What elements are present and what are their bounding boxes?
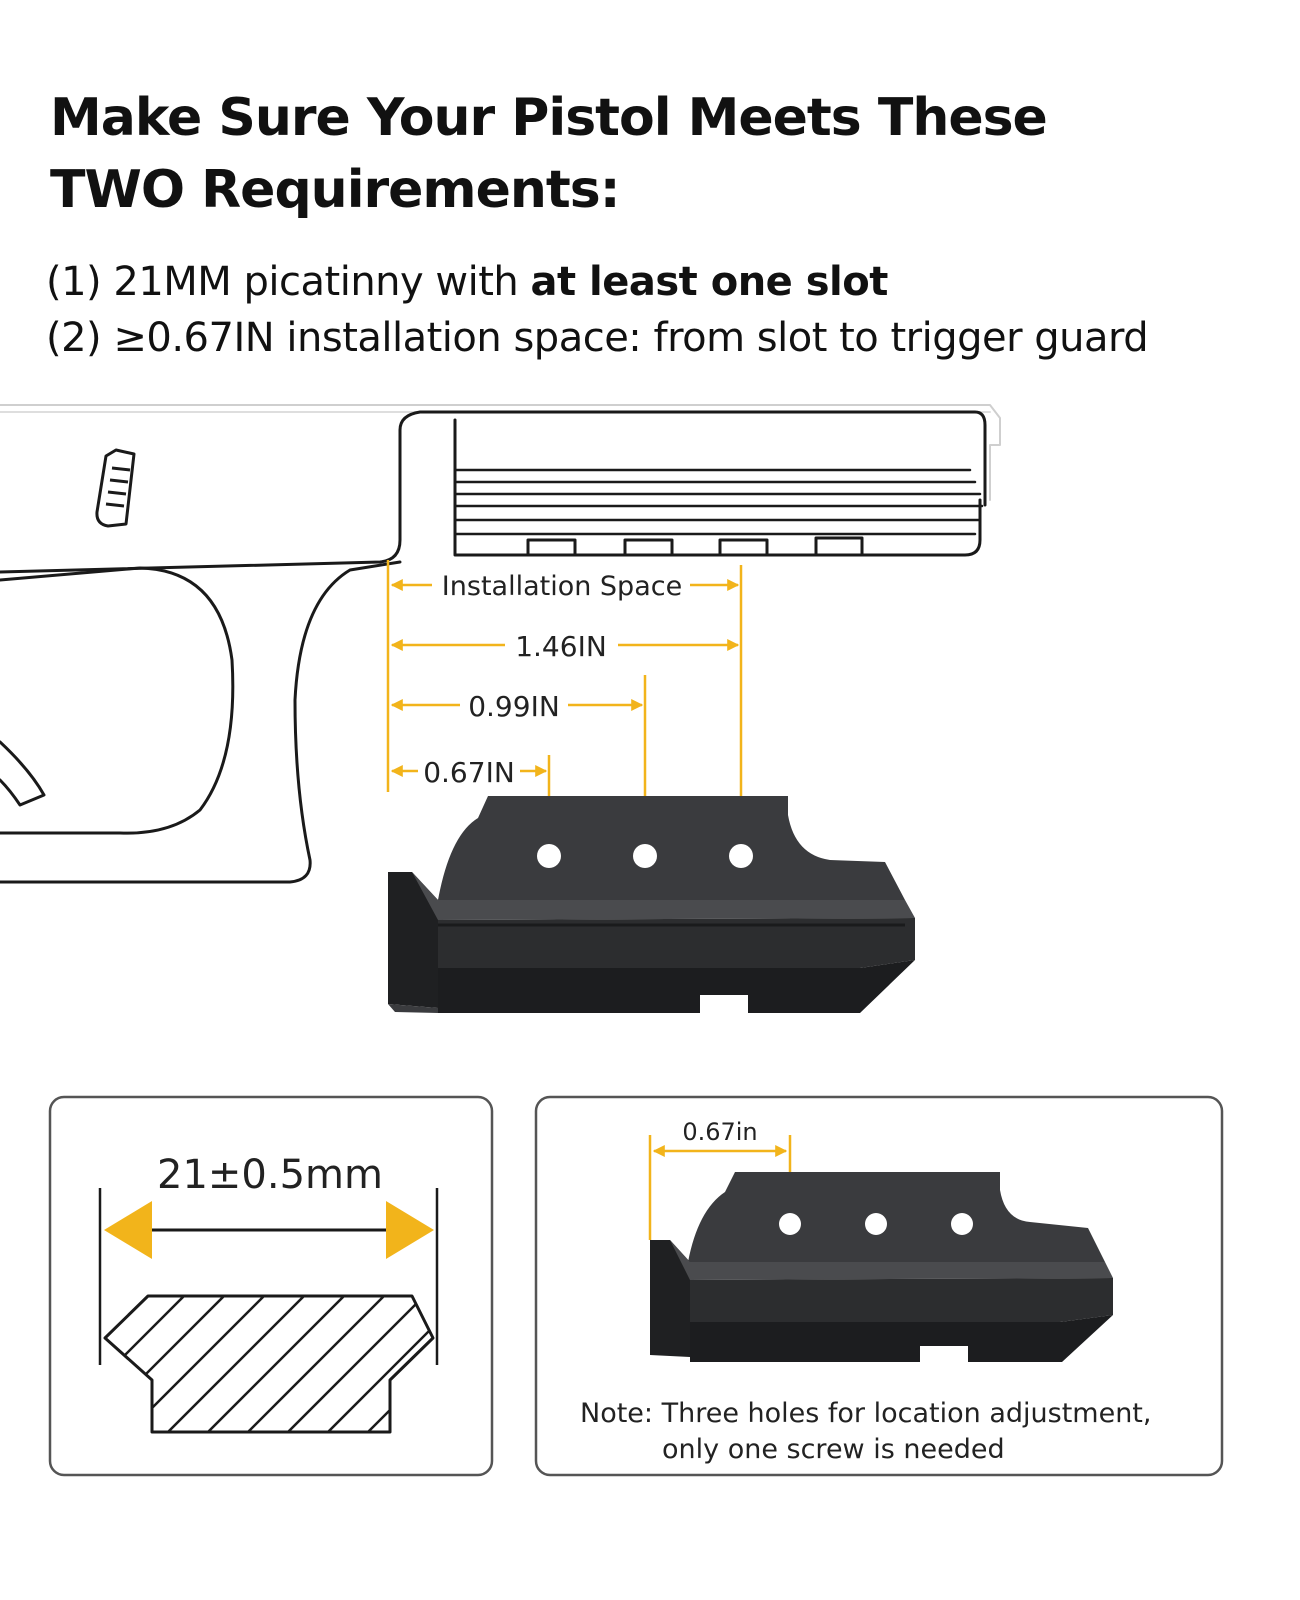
headline-line-2: TWO Requirements: [50, 160, 621, 220]
mount-small-body [690, 1278, 1113, 1322]
mount-small [650, 1172, 1113, 1362]
rail-cross-section-outline [103, 1294, 435, 1434]
mount-hole-3 [729, 844, 753, 868]
rail-width-arrow-right [386, 1201, 434, 1259]
trigger [0, 740, 46, 807]
label-146in: 1.46IN [515, 630, 607, 663]
mount-large-upper [438, 796, 905, 900]
headline: Make Sure Your Pistol Meets These TWO Re… [50, 82, 1200, 226]
mount-large-base [438, 960, 915, 1013]
rail-width-arrow-left [104, 1201, 152, 1259]
label-installation-space: Installation Space [442, 571, 682, 602]
mount-small-hole-1 [779, 1213, 801, 1235]
panel-rail-width: 21±0.5mm [48, 1095, 494, 1477]
mount-large-bevel [412, 872, 915, 920]
pistol-frame-outline [0, 404, 1001, 884]
dimension-labels: Installation Space 1.46IN 0.99IN 0.67IN [423, 571, 682, 789]
note-line-2: only one screw is needed [662, 1434, 1005, 1465]
headline-line-1: Make Sure Your Pistol Meets These [50, 88, 1048, 148]
mount-small-front-face [650, 1240, 690, 1357]
trigger-guard [0, 566, 235, 835]
mount-large-body [438, 918, 915, 968]
panel-mount-note: 0.67in Note: Three holes for location ad… [534, 1095, 1224, 1477]
mount-small-hole-3 [951, 1213, 973, 1235]
rail-slots [526, 536, 864, 557]
requirement-2: (2) ≥0.67IN installation space: from slo… [46, 315, 1149, 361]
label-099in: 0.99IN [468, 690, 560, 723]
label-rail-width: 21±0.5mm [157, 1152, 383, 1198]
label-small-spacing: 0.67in [682, 1118, 757, 1146]
mount-hole-2 [633, 844, 657, 868]
mount-large-front-face [388, 872, 438, 1008]
requirement-1: (1) 21MM picatinny with at least one slo… [46, 256, 888, 308]
slide-top-edge [0, 404, 1001, 501]
mount-small-base [690, 1315, 1113, 1362]
label-067in: 0.67IN [423, 756, 515, 789]
mount-small-bevel [670, 1240, 1113, 1280]
takedown-lever-icon [105, 466, 131, 508]
mount-small-upper [688, 1172, 1105, 1262]
frame-dust-cover [0, 410, 987, 574]
note-line-1: Note: Three holes for location adjustmen… [580, 1398, 1151, 1429]
rail-grooves [453, 468, 984, 536]
panel-rail-frame [48, 1095, 494, 1477]
mount-large-lower-face [388, 1004, 438, 1013]
mount-hole-1 [537, 844, 561, 868]
takedown-lever-outer [95, 448, 136, 528]
grip-front [0, 560, 402, 884]
mount-large [388, 796, 915, 1013]
requirement-1-text: (1) 21MM picatinny with [46, 259, 531, 305]
mount-small-hole-2 [865, 1213, 887, 1235]
requirement-1-emphasis: at least one slot [530, 259, 888, 305]
rail-body [453, 418, 982, 557]
